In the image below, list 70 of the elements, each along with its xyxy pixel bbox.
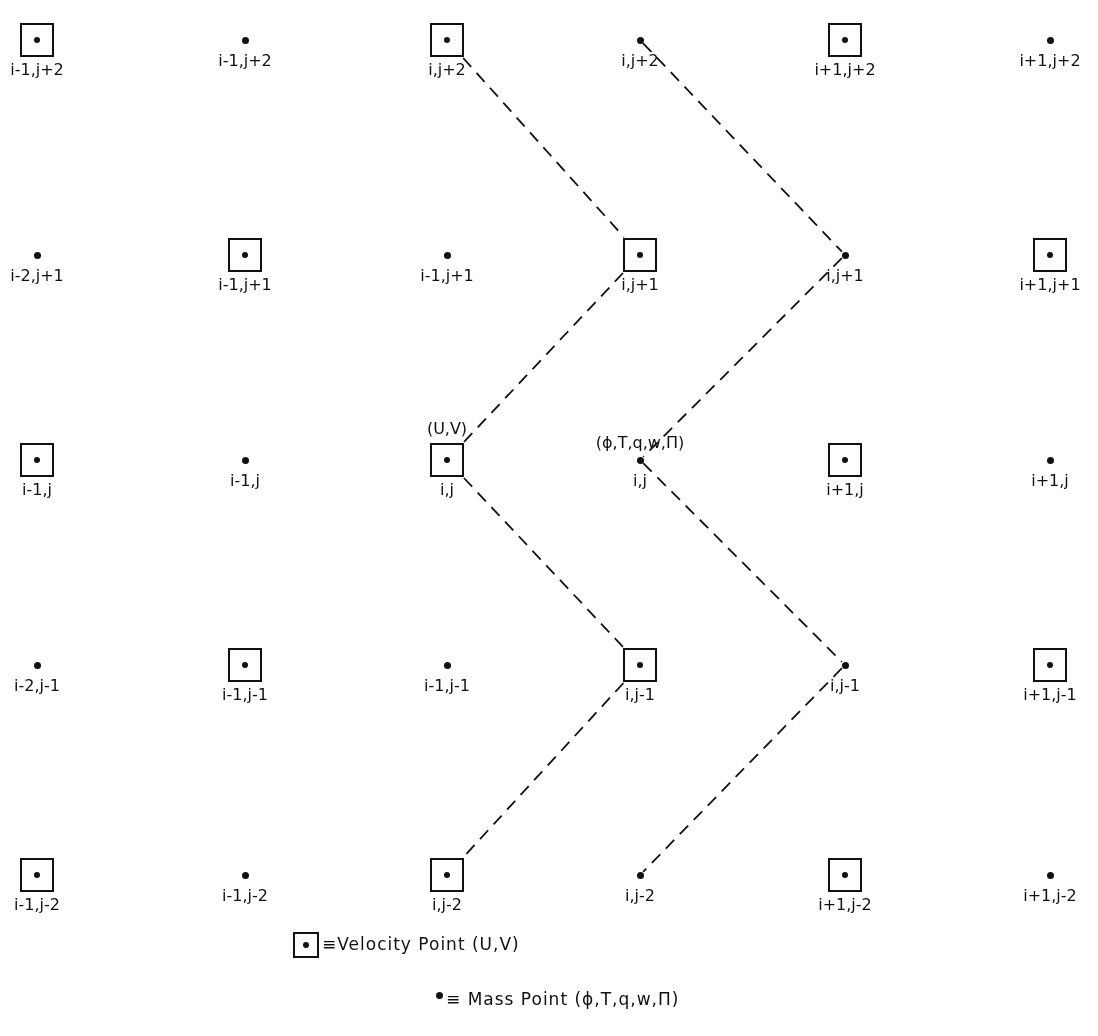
grid-index-label: i-1,j bbox=[22, 480, 52, 499]
mass-point-dot bbox=[443, 661, 451, 669]
velocity-point-box bbox=[828, 858, 862, 892]
mass-point-dot bbox=[443, 251, 451, 259]
velocity-point-box bbox=[1033, 238, 1067, 272]
grid-index-label: i,j+1 bbox=[826, 266, 864, 285]
velocity-point-box bbox=[228, 238, 262, 272]
grid-index-label: i+1,j+1 bbox=[1019, 275, 1081, 294]
velocity-point-box bbox=[20, 858, 54, 892]
mass-point-dot bbox=[241, 456, 249, 464]
variable-label: (ϕ,T,q,w,Π) bbox=[595, 432, 685, 452]
grid-index-label: i-1,j-1 bbox=[424, 676, 470, 695]
mass-point-dot bbox=[1046, 871, 1054, 879]
grid-index-label: i+1,j bbox=[1031, 471, 1069, 490]
mass-point-dot bbox=[841, 661, 849, 669]
grid-index-label: i,j+1 bbox=[621, 275, 659, 294]
grid-index-label: i,j-2 bbox=[432, 895, 462, 914]
velocity-point-box bbox=[430, 443, 464, 477]
grid-index-label: i-1,j+2 bbox=[218, 51, 272, 70]
velocity-point-box bbox=[623, 648, 657, 682]
grid-index-label: i-1,j+1 bbox=[420, 266, 474, 285]
velocity-point-box bbox=[430, 858, 464, 892]
grid-index-label: i-1,j-2 bbox=[14, 895, 60, 914]
grid-index-label: i,j-2 bbox=[625, 886, 655, 905]
variable-label: (U,V) bbox=[426, 419, 468, 438]
grid-index-label: i,j-1 bbox=[625, 685, 655, 704]
grid-index-label: i,j+2 bbox=[621, 51, 659, 70]
grid-index-label: i-2,j-1 bbox=[14, 676, 60, 695]
grid-index-label: i-1,j+2 bbox=[10, 60, 64, 79]
mass-point-dot bbox=[636, 456, 644, 464]
velocity-point-box bbox=[623, 238, 657, 272]
grid-index-label: i-1,j bbox=[230, 471, 260, 490]
grid-index-label: i,j+2 bbox=[428, 60, 466, 79]
dashed-line bbox=[642, 462, 843, 663]
mass-point-dot bbox=[241, 36, 249, 44]
grid-index-label: i-1,j-1 bbox=[222, 685, 268, 704]
grid-index-label: i+1,j-2 bbox=[1023, 886, 1077, 905]
mass-point-dot bbox=[33, 661, 41, 669]
mass-point-dot bbox=[1046, 36, 1054, 44]
grid-index-label: i+1,j bbox=[826, 480, 864, 499]
velocity-point-box bbox=[20, 443, 54, 477]
dashed-line bbox=[642, 42, 843, 253]
grid-index-label: i+1,j-1 bbox=[1023, 685, 1077, 704]
grid-index-label: i+1,j-2 bbox=[818, 895, 872, 914]
velocity-point-box bbox=[828, 443, 862, 477]
dashed-line bbox=[642, 257, 843, 458]
mass-point-dot bbox=[636, 871, 644, 879]
legend-text: ≡ Mass Point (ϕ,T,q,w,Π) bbox=[446, 989, 680, 1009]
velocity-point-box bbox=[430, 23, 464, 57]
grid-index-label: i,j bbox=[633, 471, 647, 490]
mass-point-dot bbox=[33, 251, 41, 259]
dashed-line bbox=[463, 272, 624, 443]
mass-point-dot bbox=[1046, 456, 1054, 464]
mass-point-dot bbox=[241, 871, 249, 879]
grid-index-label: i-1,j+1 bbox=[218, 275, 272, 294]
velocity-point-box bbox=[828, 23, 862, 57]
velocity-point-box bbox=[228, 648, 262, 682]
dashed-line bbox=[463, 477, 624, 648]
grid-index-label: i+1,j+2 bbox=[1019, 51, 1081, 70]
mass-point-dot bbox=[841, 251, 849, 259]
grid-index-label: i,j bbox=[440, 480, 454, 499]
grid-index-label: i,j-1 bbox=[830, 676, 860, 695]
dashed-line bbox=[642, 667, 843, 873]
legend-text: ≡Velocity Point (U,V) bbox=[322, 934, 520, 954]
velocity-point-box bbox=[20, 23, 54, 57]
grid-index-label: i-2,j+1 bbox=[10, 266, 64, 285]
grid-index-label: i+1,j+2 bbox=[814, 60, 876, 79]
grid-index-label: i-1,j-2 bbox=[222, 886, 268, 905]
velocity-point-box bbox=[1033, 648, 1067, 682]
mass-point-dot bbox=[636, 36, 644, 44]
